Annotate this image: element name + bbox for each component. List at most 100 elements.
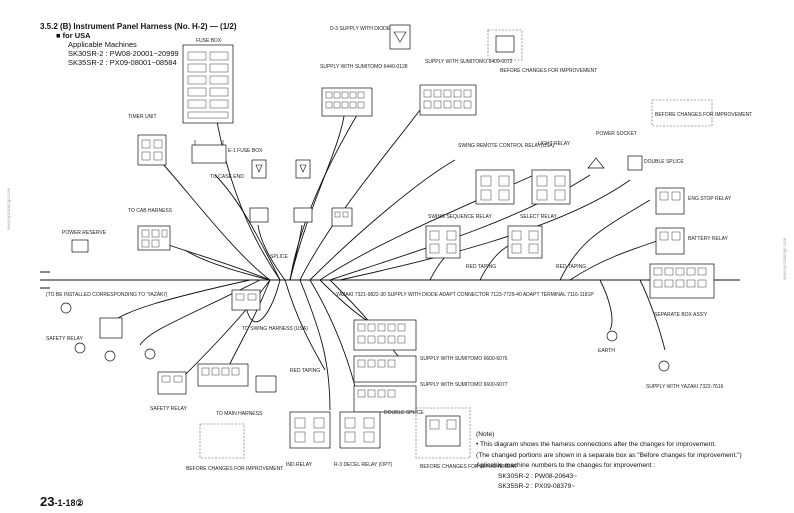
ind-relay-label: IND.RELAY bbox=[286, 462, 313, 468]
before-changes-top bbox=[487, 29, 523, 61]
supply-sumitomo-4: SUPPLY WITH SUMITOMO 6600-6077 bbox=[420, 382, 508, 388]
battery-relay-label: BATTERY RELAY bbox=[688, 236, 729, 242]
eng-stop-label: ENG.STOP RELAY bbox=[688, 196, 732, 202]
branch-eng-stop bbox=[559, 199, 651, 281]
light-relay-label: LIGHT RELAY bbox=[538, 141, 571, 147]
header: 3.5.2 (B) Instrument Panel Harness (No. … bbox=[40, 22, 237, 67]
safety-relay-left bbox=[99, 317, 123, 339]
supply-sumitomo-3: SUPPLY WITH SUMITOMO 6600-6076 bbox=[420, 356, 508, 362]
fuse-box bbox=[182, 44, 234, 124]
light-relay bbox=[531, 169, 571, 205]
note-title: (Note) bbox=[476, 431, 495, 438]
branch-light-relay bbox=[319, 169, 546, 281]
note-line-2: (The changed portions are shown in a sep… bbox=[476, 451, 742, 459]
page-number: 23-1-18② bbox=[40, 494, 84, 509]
bullet-usa: ■ for USA bbox=[56, 31, 91, 40]
branch-ind-relay bbox=[299, 279, 331, 411]
swing-remote-label: SWING REMOTE CONTROL RELAY(USA) bbox=[458, 143, 555, 149]
swing-harness-connector bbox=[231, 289, 261, 311]
connector-bottom-row bbox=[197, 363, 277, 393]
branch-battery-relay bbox=[569, 239, 661, 281]
to-case-end-label: TO CASE END bbox=[210, 174, 244, 180]
supply-sumitomo-1: SUPPLY WITH SUMITOMO 6440-0128 bbox=[320, 64, 408, 70]
earth-terminal bbox=[606, 330, 670, 372]
branch-swing-harness bbox=[244, 279, 281, 323]
power-reserve-label: POWER RESERVE bbox=[62, 230, 107, 236]
e1-fuse-box bbox=[191, 140, 227, 164]
eng-stop-relay bbox=[655, 187, 685, 215]
power-socket-label: POWER SOCKET bbox=[596, 131, 637, 137]
branch-d11 bbox=[257, 224, 286, 281]
note-line-1: • This diagram shows the harness connect… bbox=[476, 441, 717, 449]
separate-box bbox=[649, 263, 715, 299]
branch-cab-harness bbox=[154, 239, 271, 281]
branch-red-taping bbox=[284, 279, 326, 371]
before-changes-bottom-label: BEFORE CHANGES FOR IMPROVEMENT bbox=[420, 464, 517, 470]
red-taping-3: RED TAPING bbox=[290, 368, 320, 374]
connector-cn-177 bbox=[419, 84, 477, 116]
double-splice-bottom: DOUBLE SPLICE bbox=[384, 410, 424, 416]
swing-seq-label: SWING SEQUENCE RELAY bbox=[428, 214, 492, 220]
diode-d12 bbox=[293, 159, 313, 223]
branch-sel-relay bbox=[479, 244, 511, 281]
watermark-right: www.epcatalogs.com bbox=[782, 237, 787, 280]
supply-yazaki-label: SUPPLY WITH YAZAKI 7322-7616 bbox=[646, 384, 724, 390]
branch-cn-177 bbox=[299, 109, 421, 281]
fuse-box-label: FUSE BOX bbox=[196, 38, 222, 44]
machine-2: SK35SR-2 : PX09-08001~08584 bbox=[68, 58, 177, 67]
diode-d3-label: D-3 SUPPLY WITH DIODE bbox=[330, 26, 391, 32]
e1-label: E-1 FUSE BOX bbox=[228, 148, 263, 154]
before-changes-right-label: BEFORE CHANGES FOR IMPROVEMENT bbox=[655, 112, 752, 118]
timer-unit-label: TIMER UNIT bbox=[128, 114, 157, 120]
diode-d11 bbox=[249, 159, 269, 223]
branch-cn-361 bbox=[639, 279, 666, 351]
branch-cn-206 bbox=[289, 109, 361, 281]
branch-power-reserve bbox=[184, 249, 271, 281]
diode-d3 bbox=[389, 24, 411, 50]
branch-safety-relay-l bbox=[114, 279, 251, 321]
timer-unit-connector bbox=[137, 134, 167, 166]
connector-cn-205 bbox=[321, 87, 373, 117]
separate-box-label: SEPARATE BOX ASS'Y bbox=[654, 312, 708, 318]
select-relay bbox=[507, 225, 543, 259]
connector-cn-14p bbox=[353, 355, 417, 383]
adapt-connector-label: YAZAKI 7321-9822-30 SUPPLY WITH DIODE AD… bbox=[336, 292, 594, 298]
sel-relay-label: SELECT RELAY bbox=[520, 214, 557, 220]
double-splice-r-label: DOUBLE SPLICE bbox=[644, 159, 684, 165]
branch-swing-remote bbox=[309, 159, 456, 281]
machine-1: SK30SR-2 : PW08-20001~20999 bbox=[68, 49, 179, 58]
decel-relay bbox=[339, 411, 381, 449]
branch-earth bbox=[599, 279, 613, 331]
branch-decel-relay bbox=[309, 279, 361, 411]
main-harness-label: TO MAIN HARNESS bbox=[216, 411, 263, 417]
note-block: (Note) • This diagram shows the harness … bbox=[476, 430, 742, 492]
battery-relay bbox=[655, 227, 685, 255]
branch-double-splice-r bbox=[339, 179, 631, 281]
before-changes-bottom bbox=[415, 407, 471, 459]
trunk-end-marks bbox=[40, 271, 50, 289]
swing-sequence-relay bbox=[425, 225, 461, 259]
decel-relay-label: R-3 DECEL RELAY (OPT) bbox=[334, 462, 393, 468]
ind-relay bbox=[289, 411, 331, 449]
lamp-group bbox=[60, 302, 156, 362]
supply-sumitomo-2: SUPPLY WITH SUMITOMO 6409-0072 bbox=[425, 59, 513, 65]
page-title: 3.5.2 (B) Instrument Panel Harness (No. … bbox=[40, 22, 237, 31]
branch-fuse-box bbox=[214, 109, 281, 281]
watermark-left: www.epcatalogs.com bbox=[6, 187, 11, 230]
before-changes-top-label: BEFORE CHANGES FOR IMPROVEMENT bbox=[500, 68, 597, 74]
before-changes-right bbox=[651, 99, 713, 127]
red-taping-1: RED TAPING bbox=[466, 264, 496, 270]
before-changes-bl-label: BEFORE CHANGES FOR IMPROVEMENT bbox=[186, 466, 283, 472]
power-socket bbox=[587, 155, 643, 171]
cab-harness-connector bbox=[137, 225, 171, 251]
swing-harness-label: TO SWING HARNESS (USA) bbox=[242, 326, 308, 332]
safety-relay-bottom bbox=[157, 371, 187, 395]
safety-relay-bottom-label: SAFETY RELAY bbox=[150, 406, 187, 412]
note-line-4: SK30SR-2 : PW08-20643~ bbox=[498, 472, 577, 480]
red-taping-2: RED TAPING bbox=[556, 264, 586, 270]
connector-cn-52 bbox=[331, 207, 353, 227]
splice-label: SPLICE bbox=[270, 254, 288, 260]
branch-fuse-e1 bbox=[214, 174, 281, 281]
safety-relay-left-label: SAFETY RELAY bbox=[46, 336, 83, 342]
